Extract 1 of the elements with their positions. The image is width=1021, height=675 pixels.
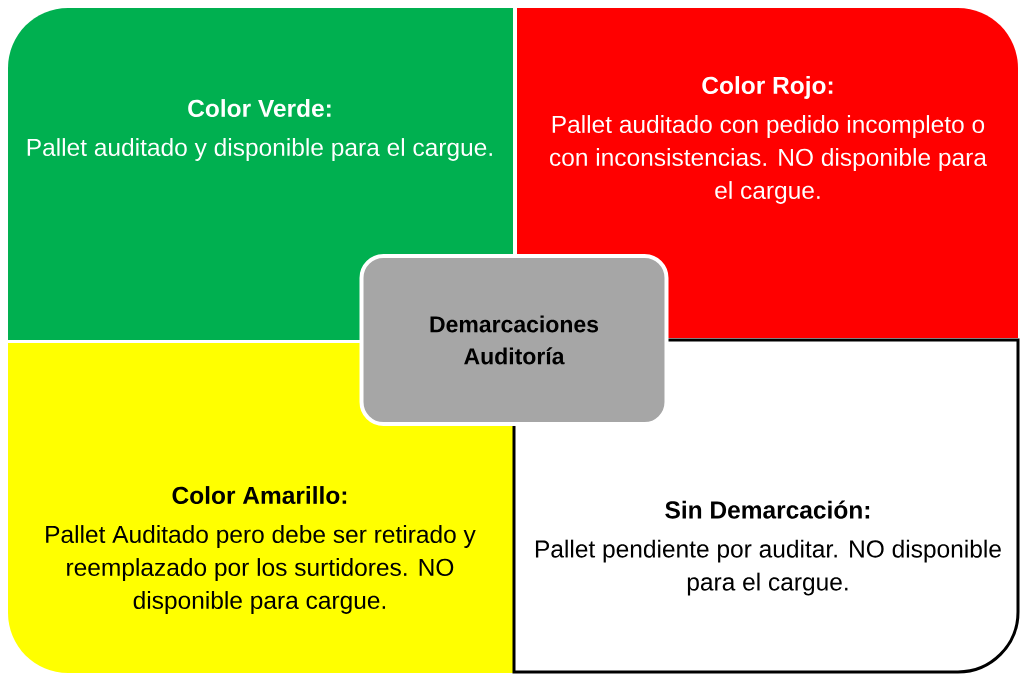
center-box: Demarcaciones Auditoría <box>359 254 669 426</box>
